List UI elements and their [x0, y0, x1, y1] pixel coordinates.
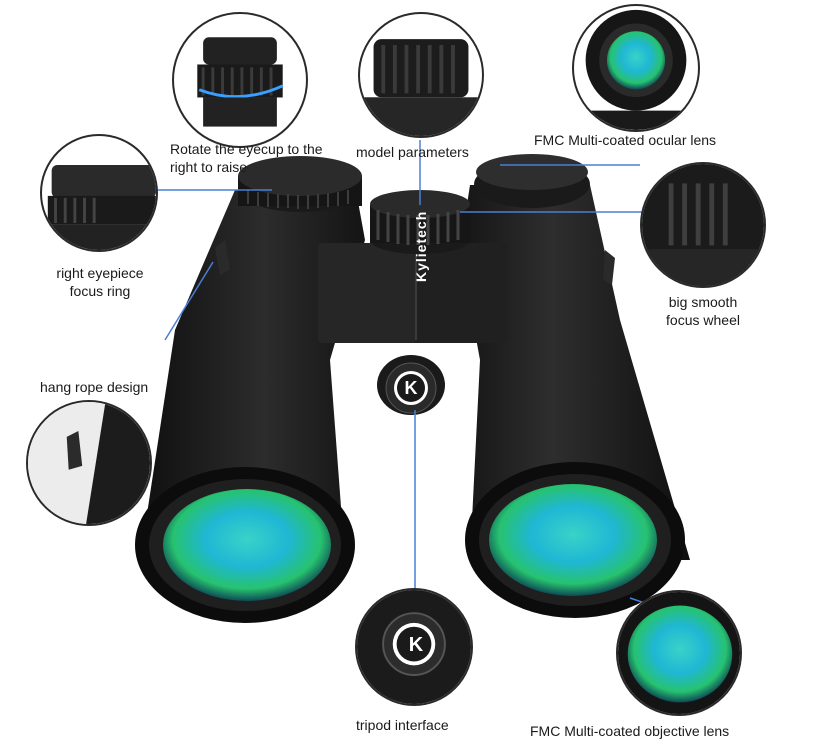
- hang-rope-label: hang rope design: [40, 379, 149, 395]
- tripod-interface-detail-circle: K: [355, 588, 473, 706]
- eyepiece-label-line-2: focus ring: [69, 283, 131, 299]
- right-barrel: [460, 185, 690, 560]
- brand-logo: Kylietech: [410, 202, 432, 282]
- eyepiece-focus-ring-detail-circle: [40, 134, 158, 252]
- ocular-lens-detail-circle: [572, 4, 700, 132]
- eyecup-label: Rotate the eyecup to the right to raise: [170, 140, 323, 176]
- objective-lens-label: FMC Multi-coated objective lens: [530, 723, 730, 739]
- brand-name: Kylietech: [413, 210, 429, 282]
- model-parameters-label: model parameters: [356, 144, 469, 160]
- objective-lens-detail-circle: [616, 590, 742, 716]
- tripod-interface-label: tripod interface: [356, 717, 449, 733]
- tripod-detail-letter: K: [408, 634, 424, 656]
- eyecup-label-line-1: Rotate the eyecup to the: [170, 141, 323, 157]
- eyepiece-label-line-1: right eyepiece: [56, 265, 144, 281]
- left-barrel: [140, 185, 365, 560]
- focus-wheel-label: big smooth focus wheel: [648, 293, 758, 329]
- model-parameters-detail-circle: [358, 12, 484, 138]
- eyecup-detail-circle: [172, 12, 308, 148]
- eyecup-label-line-2: right to raise: [170, 159, 248, 175]
- hang-rope-detail-circle: [26, 400, 152, 526]
- ocular-lens-label: FMC Multi-coated ocular lens: [534, 132, 717, 148]
- focus-wheel-label-line-2: focus wheel: [666, 312, 740, 328]
- eyepiece-focus-ring-label: right eyepiece focus ring: [50, 264, 150, 300]
- focus-wheel-label-line-1: big smooth: [668, 294, 738, 310]
- tripod-knob-letter: K: [404, 378, 418, 398]
- focus-wheel-detail-circle: [640, 162, 766, 288]
